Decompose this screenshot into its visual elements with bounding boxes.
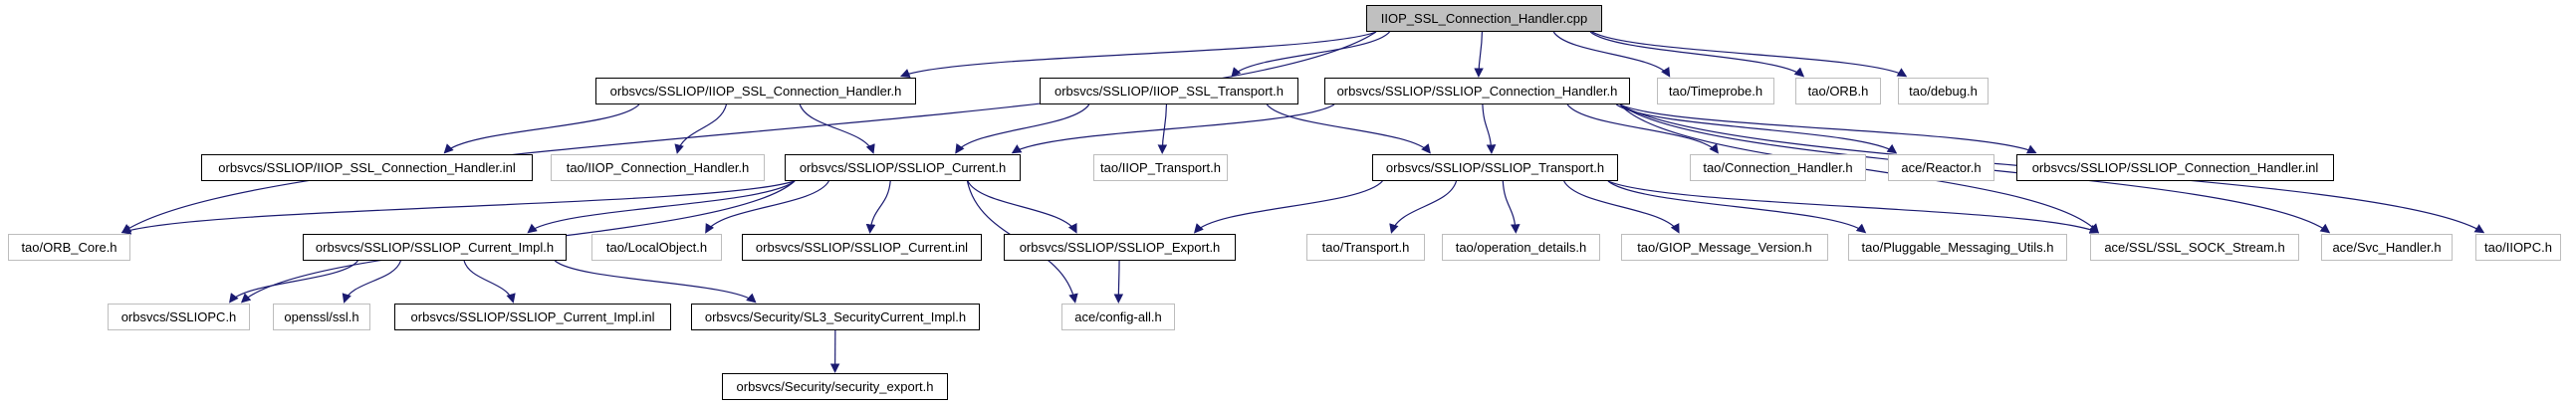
- edge-ssliop_transport_h-to-giop_mv: [1563, 180, 1680, 234]
- edge-iiop_ssl_ch_h-to-iiop_ssl_ch_inl: [443, 103, 640, 154]
- graph-node-localobject[interactable]: tao/LocalObject.h: [591, 234, 722, 261]
- edge-ssliop_transport_h-to-export_h: [1193, 180, 1383, 234]
- graph-node-connection_handler_h[interactable]: tao/Connection_Handler.h: [1690, 154, 1866, 181]
- edge-ssliop_transport_h-to-op_details: [1502, 180, 1521, 234]
- edge-iiop_ssl_tr_h-to-ssliop_current_h: [955, 103, 1090, 154]
- graph-node-orb_core[interactable]: tao/ORB_Core.h: [8, 234, 130, 261]
- edge-current_impl_h-to-sl3: [554, 260, 757, 304]
- graph-node-sl3[interactable]: orbsvcs/Security/SL3_SecurityCurrent_Imp…: [691, 304, 980, 330]
- edge-current_impl_h-to-openssl: [342, 260, 402, 304]
- edge-ssliop_current_h-to-current_impl_h: [527, 180, 796, 234]
- graph-node-op_details[interactable]: tao/operation_details.h: [1442, 234, 1600, 261]
- graph-node-config_all[interactable]: ace/config-all.h: [1061, 304, 1175, 330]
- graph-node-openssl[interactable]: openssl/ssl.h: [273, 304, 370, 330]
- graph-node-ssliop_transport_h[interactable]: orbsvcs/SSLIOP/SSLIOP_Transport.h: [1372, 154, 1618, 181]
- edge-root-to-debug: [1591, 31, 1908, 78]
- graph-node-reactor[interactable]: ace/Reactor.h: [1888, 154, 1994, 181]
- edge-root-to-iiop_ssl_tr_h: [1231, 31, 1391, 78]
- graph-node-export_h[interactable]: orbsvcs/SSLIOP/SSLIOP_Export.h: [1004, 234, 1236, 261]
- edge-iiop_ssl_ch_h-to-iiop_ch_h: [674, 103, 728, 154]
- graph-node-ssl_sock[interactable]: ace/SSL/SSL_SOCK_Stream.h: [2090, 234, 2299, 261]
- edge-ssliop_current_h-to-export_h: [967, 180, 1077, 234]
- graph-node-svc_handler[interactable]: ace/Svc_Handler.h: [2321, 234, 2453, 261]
- graph-node-orb[interactable]: tao/ORB.h: [1795, 78, 1881, 104]
- graph-node-root[interactable]: IIOP_SSL_Connection_Handler.cpp: [1366, 5, 1602, 32]
- edge-root-to-iiop_ssl_ch_h: [899, 31, 1377, 79]
- graph-node-current_inl[interactable]: orbsvcs/SSLIOP/SSLIOP_Current.inl: [742, 234, 982, 261]
- graph-node-iiop_ssl_ch_inl[interactable]: orbsvcs/SSLIOP/IIOP_SSL_Connection_Handl…: [201, 154, 533, 181]
- graph-node-iiop_transport_h[interactable]: tao/IIOP_Transport.h: [1093, 154, 1228, 181]
- graph-node-ssliop_current_h[interactable]: orbsvcs/SSLIOP/SSLIOP_Current.h: [785, 154, 1021, 181]
- graph-node-iiopc[interactable]: tao/IIOPC.h: [2475, 234, 2561, 261]
- graph-node-iiop_ssl_ch_h[interactable]: orbsvcs/SSLIOP/IIOP_SSL_Connection_Handl…: [595, 78, 916, 104]
- edge-ssliop_transport_h-to-transport_h: [1389, 180, 1458, 234]
- edge-current_impl_h-to-current_impl_inl: [463, 260, 516, 304]
- edge-ssliop_transport_h-to-ssl_sock: [1607, 180, 2100, 234]
- edge-root-to-orb: [1589, 31, 1805, 78]
- edge-ssliop_transport_h-to-plug_msg: [1607, 180, 1867, 234]
- graph-node-iiop_ssl_tr_h[interactable]: orbsvcs/SSLIOP/IIOP_SSL_Transport.h: [1040, 78, 1298, 104]
- graph-node-iiop_ch_h[interactable]: tao/IIOP_Connection_Handler.h: [551, 154, 765, 181]
- edge-ssliop_current_h-to-orb_core: [120, 180, 796, 235]
- graph-node-ssliop_ch_inl[interactable]: orbsvcs/SSLIOP/SSLIOP_Connection_Handler…: [2016, 154, 2334, 181]
- graph-node-sec_export[interactable]: orbsvcs/Security/security_export.h: [722, 373, 948, 400]
- edge-ssliop_ch_h-to-reactor: [1615, 103, 1898, 154]
- graph-node-ssliopc[interactable]: orbsvcs/SSLIOPC.h: [108, 304, 250, 330]
- graph-node-giop_mv[interactable]: tao/GIOP_Message_Version.h: [1621, 234, 1828, 261]
- edge-ssliop_ch_h-to-connection_handler_h: [1566, 103, 1719, 154]
- edge-ssliop_ch_h-to-ssliop_ch_inl: [1619, 103, 2037, 154]
- graph-node-plug_msg[interactable]: tao/Pluggable_Messaging_Utils.h: [1848, 234, 2067, 261]
- edge-ssliop_current_h-to-localobject: [705, 180, 829, 234]
- graph-node-current_impl_inl[interactable]: orbsvcs/SSLIOP/SSLIOP_Current_Impl.inl: [394, 304, 671, 330]
- edge-ssliop_current_h-to-current_inl: [865, 180, 891, 234]
- edge-iiop_ssl_tr_h-to-ssliop_transport_h: [1266, 103, 1431, 154]
- edge-current_impl_h-to-ssliopc: [229, 260, 358, 304]
- edge-group: [120, 31, 2485, 373]
- edge-root-to-timeprobe: [1552, 31, 1671, 78]
- edge-export_h-to-config_all: [1113, 260, 1124, 304]
- graph-node-timeprobe[interactable]: tao/Timeprobe.h: [1657, 78, 1774, 104]
- edge-root-to-orb_core: [120, 31, 1377, 234]
- edge-iiop_ssl_tr_h-to-iiop_transport_h: [1157, 103, 1168, 154]
- edge-ssliop_ch_h-to-ssliop_transport_h: [1482, 103, 1497, 154]
- graph-node-ssliop_ch_h[interactable]: orbsvcs/SSLIOP/SSLIOP_Connection_Handler…: [1324, 78, 1630, 104]
- edge-ssliop_ch_h-to-ssliop_current_h: [1011, 103, 1335, 154]
- graph-node-debug[interactable]: tao/debug.h: [1898, 78, 1989, 104]
- edge-iiop_ssl_ch_h-to-ssliop_current_h: [799, 103, 875, 154]
- graph-node-current_impl_h[interactable]: orbsvcs/SSLIOP/SSLIOP_Current_Impl.h: [303, 234, 567, 261]
- edge-root-to-ssliop_ch_h: [1474, 31, 1484, 78]
- graph-node-transport_h[interactable]: tao/Transport.h: [1306, 234, 1425, 261]
